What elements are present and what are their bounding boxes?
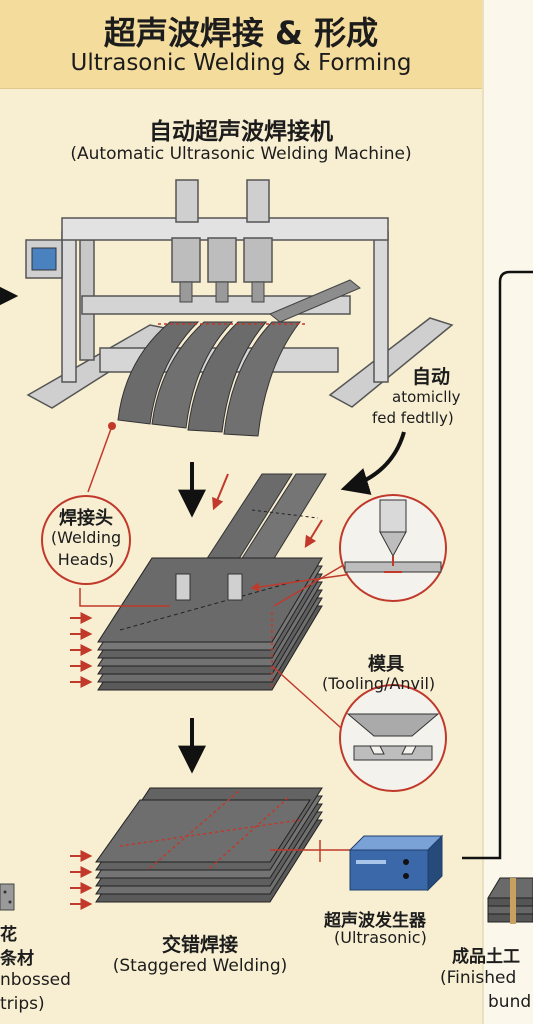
tooling-subtitle: (Tooling/Anvil) xyxy=(322,674,436,693)
machine-title: 自动超声波焊接机 xyxy=(149,119,333,145)
anvil-detail-icon xyxy=(339,684,447,792)
right-cut-zh: 成品土工 xyxy=(452,947,520,967)
welding-heads-line-2: Heads) xyxy=(57,550,115,569)
left-cut-zh-2: 条材 xyxy=(0,949,34,969)
autofeed-line-1: atomiclly xyxy=(392,388,461,406)
welding-heads-title: 焊接头 xyxy=(59,508,113,529)
return-path-line xyxy=(462,270,533,860)
welding-stack-icon xyxy=(70,473,327,691)
leader-lines xyxy=(79,422,353,862)
autofeed-title: 自动 xyxy=(412,366,451,388)
welding-machine-icon xyxy=(25,179,454,437)
staggered-title: 交错焊接 xyxy=(161,934,238,956)
left-cut-en-2: trips) xyxy=(0,994,45,1014)
generator-subtitle: (Ultrasonic) xyxy=(334,928,427,947)
welding-heads-callout xyxy=(41,495,131,585)
welding-heads-line-1: (Welding xyxy=(50,528,122,547)
staggered-stack-icon xyxy=(70,787,323,910)
left-cut-en-1: nbossed xyxy=(0,970,71,990)
staggered-subtitle: (Staggered Welding) xyxy=(112,956,288,976)
ultrasonic-generator-icon xyxy=(348,834,444,892)
right-cut-en-2: bund xyxy=(488,992,532,1012)
autofeed-line-2: fed fedtlly) xyxy=(372,409,454,427)
panel-header xyxy=(0,0,482,89)
embossed-strips-icon xyxy=(0,883,15,911)
header-subtitle: Ultrasonic Welding & Forming xyxy=(70,50,412,76)
weld-detail-icon xyxy=(339,494,447,602)
header-title: 超声波焊接 & 形成 xyxy=(103,14,379,52)
flow-arrows xyxy=(178,431,406,774)
left-cut-zh-1: 花 xyxy=(0,925,17,945)
right-cut-en-1: (Finished xyxy=(440,968,517,988)
tooling-title: 模具 xyxy=(368,654,404,675)
finished-bundle-icon xyxy=(487,877,533,924)
generator-title: 超声波发生器 xyxy=(324,911,426,931)
machine-subtitle: (Automatic Ultrasonic Welding Machine) xyxy=(70,144,412,164)
